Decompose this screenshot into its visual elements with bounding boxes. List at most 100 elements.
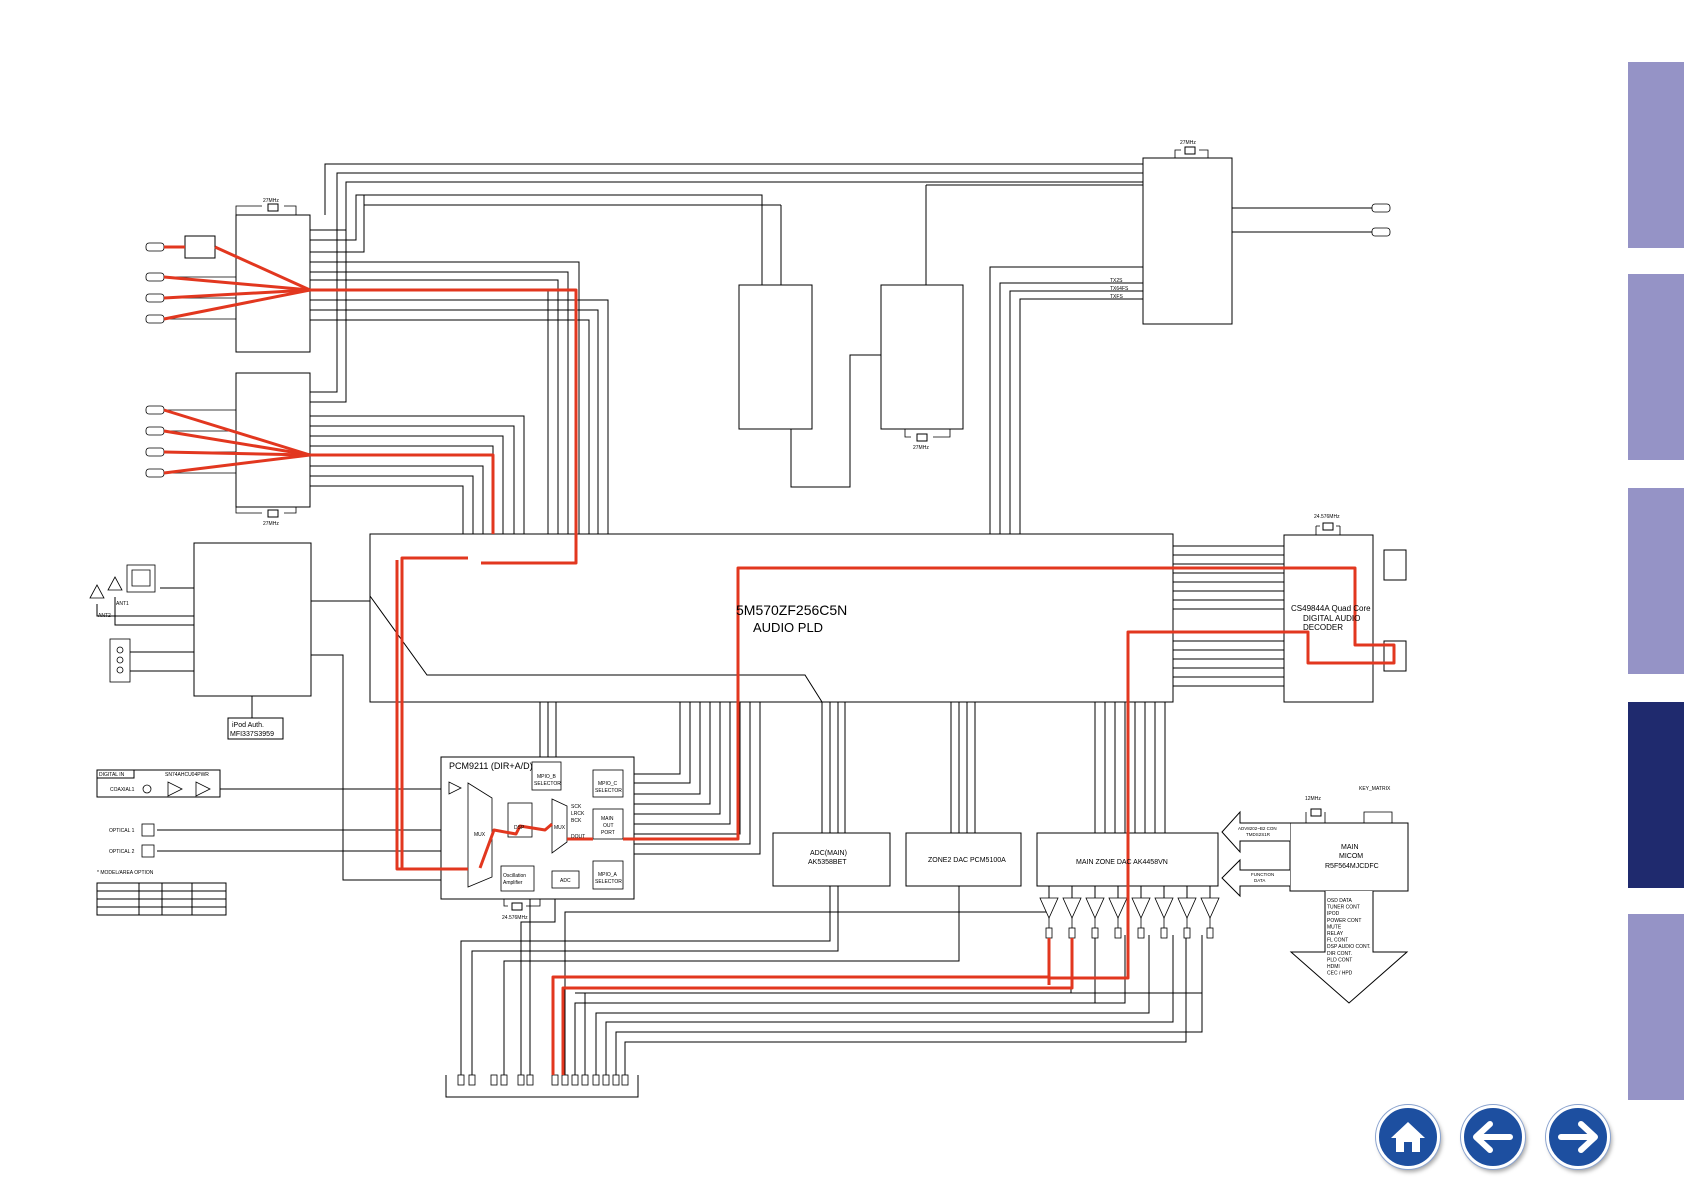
mpio-a-label-2: SELECTOR <box>595 879 622 885</box>
dir-label: PCM9211 (DIR+A/D) <box>449 761 533 771</box>
pld-label-1: 5M570ZF256C5N <box>736 602 847 618</box>
zone2-dac <box>905 832 1022 887</box>
mpio-b-label-1: MPIO_B <box>537 774 557 780</box>
arrow-fn-label-2: DATA <box>1254 878 1265 883</box>
micom-label-3: R5F564MJCDFC <box>1325 863 1379 870</box>
optical1-label: OPTICAL 1 <box>109 828 135 834</box>
xtal-label-3: 27MHz <box>913 445 929 451</box>
hdmi-receiver-2 <box>235 372 311 508</box>
micom-output-item: FL CONT <box>1327 938 1348 944</box>
hdmi-in-8 <box>145 468 165 478</box>
dir-adc <box>551 870 580 889</box>
xtal-label-4: 27MHz <box>1180 140 1196 146</box>
ipod-label-2: MFI337S3959 <box>230 731 274 738</box>
osc-label-1: Oscillation <box>503 873 526 879</box>
mux1-label: MUX <box>474 832 486 838</box>
mpio-c-label-1: MPIO_C <box>598 781 618 787</box>
hdmi-in-5 <box>145 405 165 415</box>
main-out-label-3: PORT <box>601 830 615 836</box>
video-block-2 <box>880 284 964 430</box>
micom-label-2: MICOM <box>1339 853 1363 860</box>
audio-pld <box>369 533 1174 703</box>
bck-label: BCK <box>571 818 582 824</box>
optical-jack-1 <box>141 823 155 837</box>
home-button[interactable] <box>1376 1105 1440 1169</box>
dir-mux-2 <box>551 798 568 854</box>
tx64fs-label: TX64FS <box>1110 286 1129 292</box>
back-button[interactable] <box>1461 1105 1525 1169</box>
hdmi-in-7 <box>145 447 165 457</box>
chapter-tab-2[interactable] <box>1628 274 1684 460</box>
mpio-c-label-2: SELECTOR <box>595 788 622 794</box>
dsp-label-1: CS49844A Quad Core <box>1291 604 1371 613</box>
micom-output-item: OSD DATA <box>1327 898 1352 904</box>
video-block-1 <box>738 284 813 430</box>
tuner-block <box>193 542 312 697</box>
main-dac-label: MAIN ZONE DAC AK4458VN <box>1076 859 1168 866</box>
ant1-label: ANT1 <box>116 601 129 607</box>
xtal-label-6: 24.576MHz <box>502 915 528 921</box>
micom-label-1: MAIN <box>1341 844 1359 851</box>
main-micom <box>1289 822 1409 892</box>
main-out-port <box>592 808 624 840</box>
pld-label-2: AUDIO PLD <box>753 620 823 635</box>
dsp-label-2: DIGITAL AUDIO <box>1303 614 1360 623</box>
chapter-tab-1[interactable] <box>1628 62 1684 248</box>
xtal-label-7: 12MHz <box>1305 796 1321 802</box>
crystal-hdmi1 <box>267 203 279 212</box>
digital-in-label: DIGITAL IN <box>99 772 125 778</box>
hdmi-in-3 <box>145 293 165 303</box>
micom-output-item: RELAY <box>1327 931 1344 937</box>
coaxial-label: COAXIAL1 <box>110 787 135 793</box>
arrow-in-label-1: ADV8202~B2 CON <box>1238 826 1277 831</box>
adc-main-label-2: AK5358BET <box>808 859 847 866</box>
ant2-label: ANT2 <box>98 613 111 619</box>
home-icon <box>1391 1122 1425 1152</box>
hdmi-in-6 <box>145 426 165 436</box>
chapter-tab-5[interactable] <box>1628 914 1684 1100</box>
mpio-b-selector <box>531 761 562 791</box>
xtal-label-2: 27MHz <box>263 521 279 527</box>
hdmi-out-1 <box>1371 203 1391 213</box>
mux2-label: MUX <box>554 825 566 831</box>
dsp-label-3: DECODER <box>1303 623 1343 632</box>
hdmi-in-2 <box>145 272 165 282</box>
mpio-a-selector <box>592 860 624 890</box>
input-switch <box>184 235 216 259</box>
crystal-hdmitx <box>1184 146 1196 155</box>
hdmi-in-1 <box>145 242 165 252</box>
chapter-tab-3[interactable] <box>1628 488 1684 674</box>
micom-output-item: IPOD <box>1327 911 1340 917</box>
xtal-label-1: 27MHz <box>263 198 279 204</box>
optical2-label: OPTICAL 2 <box>109 849 135 855</box>
crystal-micom <box>1310 808 1322 817</box>
arrow-in-label-2: TMDS2S1R <box>1246 832 1271 837</box>
oscillation-amp <box>500 865 535 892</box>
sck-label: SCK <box>571 804 582 810</box>
arrow-fn-label-1: FUNCTION <box>1251 872 1274 877</box>
mpio-b-label-2: SELECTOR <box>534 781 561 787</box>
arrow-left-icon <box>1473 1121 1513 1153</box>
crystal-hdmi2 <box>267 509 279 518</box>
micom-output-item: PLD CONT <box>1327 957 1352 963</box>
buffer-ic-label: SN74AHCU04PWR <box>165 772 209 778</box>
crystal-dir <box>511 902 523 911</box>
hdmi-out-2 <box>1371 227 1391 237</box>
key-matrix-label: KEY_MATRIX <box>1359 786 1391 792</box>
ipod-label-1: iPod Auth. <box>232 722 264 729</box>
forward-button[interactable] <box>1546 1105 1610 1169</box>
micom-output-item: POWER CONT <box>1327 918 1361 924</box>
ipod-auth <box>227 717 284 740</box>
crystal-dsp <box>1322 522 1334 531</box>
adc-main <box>772 832 891 887</box>
dir-mux-1 <box>467 782 493 888</box>
zone2-dac-label: ZONE2 DAC PCM5100A <box>928 857 1006 864</box>
chapter-tab-4-active[interactable] <box>1628 702 1684 888</box>
main-out-label-1: MAIN <box>601 816 614 822</box>
main-out-label-2: OUT <box>603 823 614 829</box>
arrow-right-icon <box>1558 1121 1598 1153</box>
xtal-label-5: 24.576MHz <box>1314 514 1340 520</box>
fm-am-terminal <box>109 638 131 683</box>
model-option-label: * MODEL/AREA OPTION <box>97 870 154 876</box>
mpio-a-label-1: MPIO_A <box>598 872 618 878</box>
